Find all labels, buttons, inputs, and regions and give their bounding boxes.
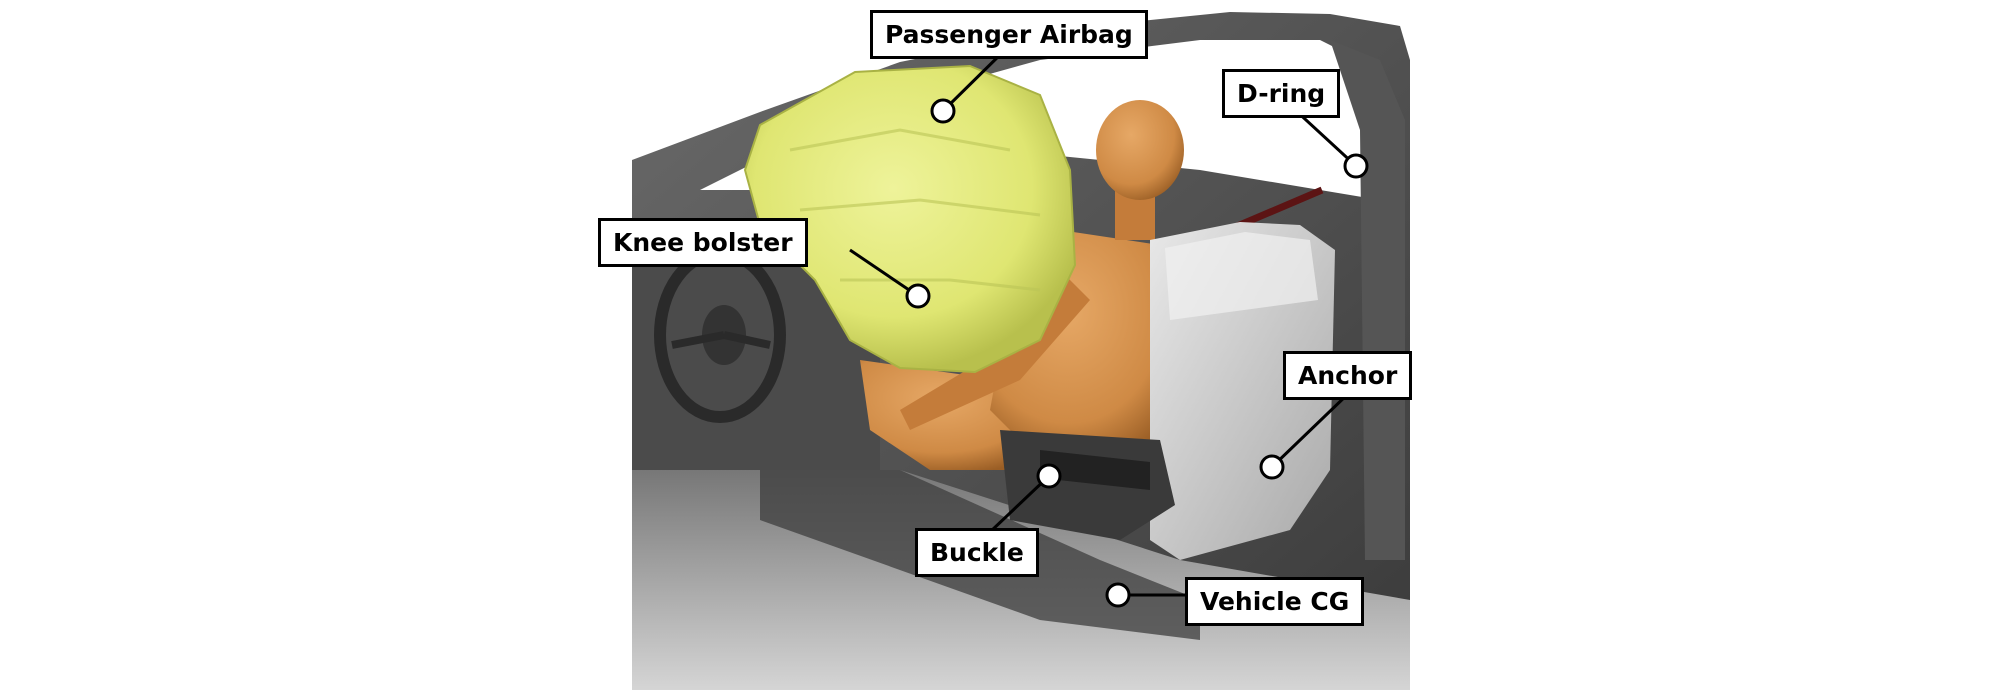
vehicle-cg-marker [1105,582,1131,608]
knee-bolster-marker [905,283,931,309]
airbag-marker [930,98,956,124]
passenger-airbag-label: Passenger Airbag [870,10,1148,59]
anchor-label: Anchor [1283,351,1413,400]
buckle-label: Buckle [915,528,1039,577]
buckle-marker [1036,463,1062,489]
knee-bolster-label: Knee bolster [598,218,808,267]
d-ring-marker [1343,153,1369,179]
anchor-marker [1259,454,1285,480]
callout-markers [905,98,1369,608]
vehicle-seat [1000,222,1335,560]
vehicle-cg-label: Vehicle CG [1185,577,1365,626]
d-ring-label: D-ring [1222,69,1341,118]
